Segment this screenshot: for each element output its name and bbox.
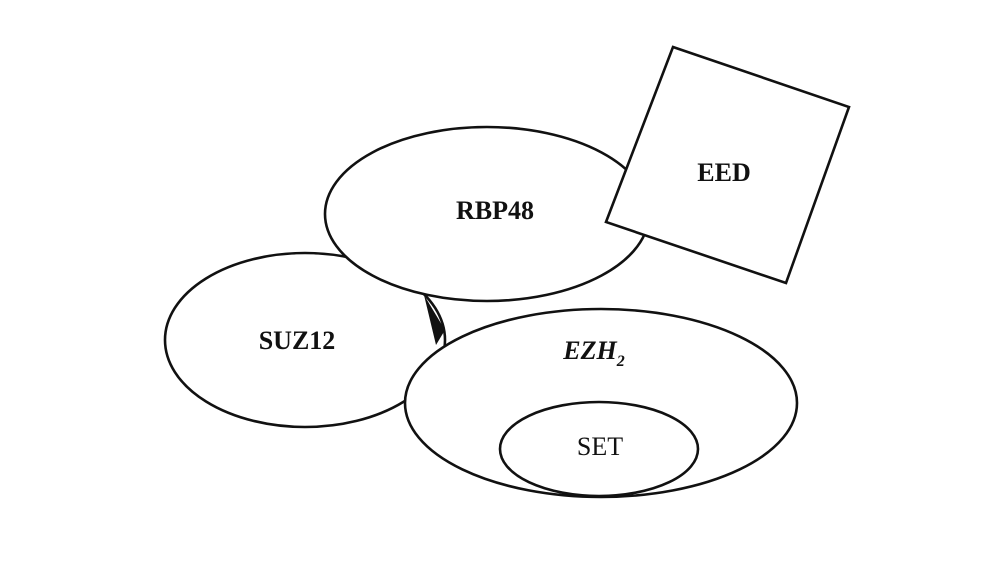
- eed-square: [604, 45, 851, 285]
- set-label: SET: [577, 432, 623, 461]
- suz12-ellipse: [163, 251, 447, 429]
- ezh2-main-text: EZH: [562, 336, 617, 365]
- ezh2-subscript: 2: [616, 353, 625, 370]
- set-ellipse: [498, 400, 700, 498]
- connector-wedge: [424, 295, 445, 345]
- eed-label: EED: [697, 158, 750, 187]
- rbp48-label: RBP48: [456, 196, 534, 225]
- ezh2-label: EZH2: [562, 336, 624, 370]
- suz12-label: SUZ12: [259, 326, 336, 355]
